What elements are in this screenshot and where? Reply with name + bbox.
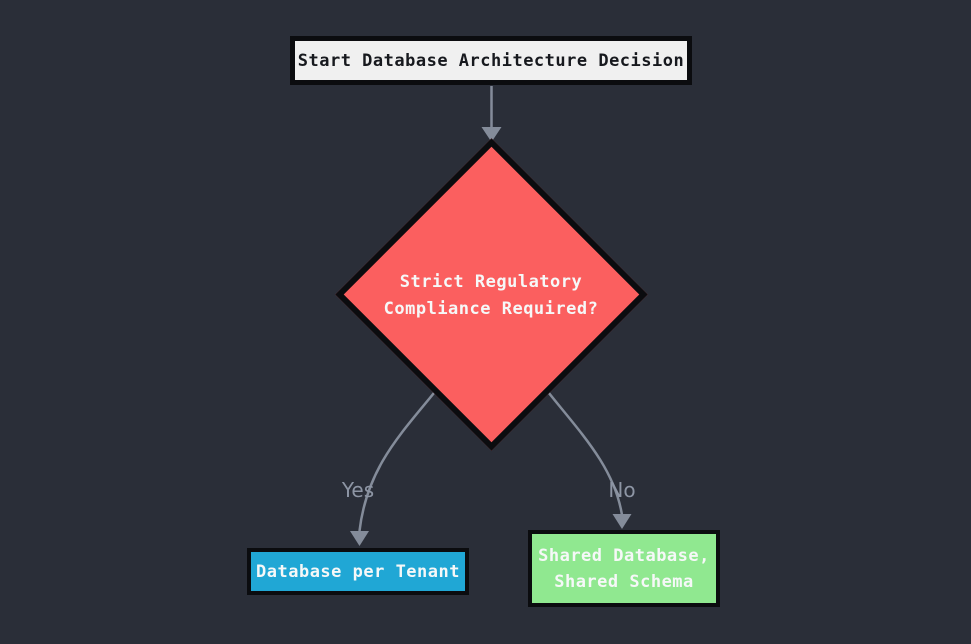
node-start: Start Database Architecture Decision [290,36,692,85]
node-database-per-tenant-label: Database per Tenant [256,561,460,582]
decision-label-line1: Strict Regulatory [399,272,583,292]
node-shared-database-shared-schema: Shared Database, Shared Schema [528,530,720,607]
node-shared-database-label-line2: Shared Schema [554,571,694,592]
node-shared-database-label-line1: Shared Database, [538,545,710,566]
arrowhead-down-icon [481,127,502,142]
decision-label: Strict Regulatory Compliance Required? [361,269,621,323]
node-database-per-tenant: Database per Tenant [247,548,469,595]
edge-label-no: No [608,478,636,502]
decision-label-line2: Compliance Required? [383,299,599,319]
arrowhead-down-icon [612,514,632,529]
arrowhead-down-icon [350,531,369,546]
node-start-label: Start Database Architecture Decision [297,50,685,71]
edge-label-yes: Yes [341,478,375,502]
